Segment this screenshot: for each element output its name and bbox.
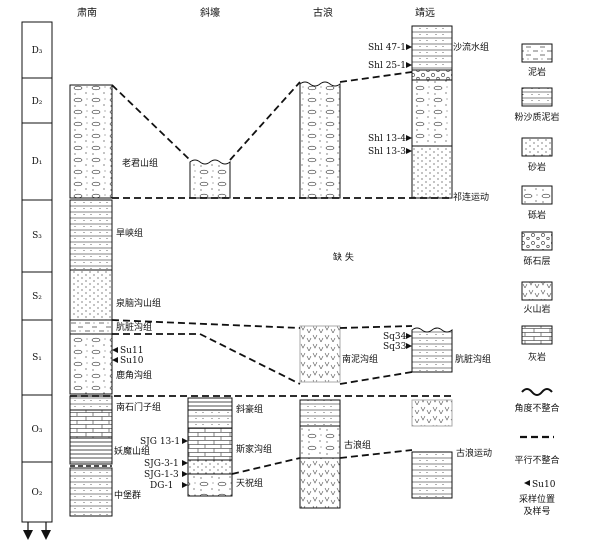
column-xiehao bbox=[187, 159, 233, 497]
column-header-jingyuan: 靖远 bbox=[415, 6, 435, 19]
sample-shl13-3: Shl 13-3 bbox=[368, 147, 406, 157]
time-scale: D₃ D₂ D₁ S₃ S₂ S₁ O₃ O₂ bbox=[21, 21, 53, 540]
sample-sq33: Sq33 bbox=[383, 342, 407, 352]
sample-sjg13-1: SJG 13-1 bbox=[140, 437, 180, 447]
column-header-xiehao: 斜壕 bbox=[200, 6, 220, 19]
label-gulang-fm: 古浪组 bbox=[344, 439, 371, 451]
correlation-lines bbox=[70, 71, 452, 475]
period-d2: D₂ bbox=[32, 97, 43, 107]
label-yaomoshan: 妖魔山组 bbox=[114, 445, 150, 457]
period-d1: D₁ bbox=[32, 157, 43, 167]
legend-gravel: 砾石层 bbox=[523, 255, 550, 267]
label-hangzanggou-sunan: 肮脏沟组 bbox=[116, 321, 152, 333]
label-shaliushui: 沙流水组 bbox=[453, 41, 489, 53]
label-sijiagou: 斯家沟组 bbox=[236, 443, 272, 455]
sample-markers: Shl 47-1 Shl 25-1 Shl 13-4 Shl 13-3 Su11… bbox=[112, 43, 412, 491]
legend-sample-label-2: 及样号 bbox=[523, 505, 550, 517]
sample-su10: Su10 bbox=[120, 356, 144, 366]
column-header-sunan: 肃南 bbox=[77, 6, 97, 19]
label-tianzhu: 天祝组 bbox=[236, 477, 263, 489]
sample-sq34: Sq34 bbox=[383, 332, 407, 342]
legend-sample-label-1: 采样位置 bbox=[519, 493, 555, 505]
period-o3: O₃ bbox=[32, 425, 43, 435]
label-lujiaogou: 鹿角沟组 bbox=[116, 369, 152, 381]
label-quannaogou: 泉脑沟山组 bbox=[116, 297, 161, 309]
column-sunan bbox=[69, 84, 113, 517]
sample-shl25: Shl 25-1 bbox=[368, 61, 406, 71]
legend-angular-unconformity: 角度不整合 bbox=[514, 402, 559, 414]
period-o2: O₂ bbox=[32, 488, 43, 498]
legend-sandstone: 砂岩 bbox=[528, 161, 546, 173]
legend-silty-mudstone: 粉沙质泥岩 bbox=[514, 111, 559, 123]
label-hangzanggou-jingyuan: 肮脏沟组 bbox=[455, 353, 491, 365]
label-gulang-movement: 古浪运动 bbox=[456, 447, 492, 459]
legend: 泥岩 粉沙质泥岩 砂岩 砾岩 砾石层 火山岩 灰岩 角度不整合 平行不整合 Su… bbox=[514, 43, 560, 517]
period-s2: S₂ bbox=[32, 292, 42, 302]
sample-shl13-4: Shl 13-4 bbox=[368, 134, 406, 144]
label-zhongbao: 中堡群 bbox=[114, 489, 141, 501]
label-xiehao-fm: 斜豪组 bbox=[236, 403, 263, 415]
label-nanshimenzi: 南石门子组 bbox=[116, 401, 161, 413]
column-gulang bbox=[299, 81, 341, 509]
period-s3: S₃ bbox=[32, 231, 42, 241]
label-nannigou: 南泥沟组 bbox=[342, 353, 378, 365]
legend-mudstone: 泥岩 bbox=[528, 66, 546, 78]
label-missing: 缺 失 bbox=[333, 251, 354, 263]
column-jingyuan bbox=[411, 25, 453, 499]
label-laojunshan: 老君山组 bbox=[122, 157, 158, 169]
legend-parallel-unconformity: 平行不整合 bbox=[514, 454, 559, 466]
sample-su11: Su11 bbox=[120, 346, 143, 356]
label-qilian-movement: 祁连运动 bbox=[453, 191, 489, 203]
sample-shl47: Shl 47-1 bbox=[368, 43, 406, 53]
label-hanxia: 旱峡组 bbox=[116, 227, 143, 239]
sample-sjg-3-1: SJG-3-1 bbox=[144, 459, 179, 469]
legend-volcanic: 火山岩 bbox=[523, 303, 550, 315]
legend-conglomerate: 砾岩 bbox=[528, 209, 546, 221]
sample-dg-1: DG-1 bbox=[150, 481, 173, 491]
sample-sjg-1-3: SJG-1-3 bbox=[144, 470, 179, 480]
period-d3: D₃ bbox=[32, 46, 43, 56]
period-s1: S₁ bbox=[32, 353, 42, 363]
legend-limestone: 灰岩 bbox=[528, 351, 546, 363]
column-header-gulang: 古浪 bbox=[313, 6, 333, 19]
legend-sample-icon: Su10 bbox=[532, 480, 556, 490]
